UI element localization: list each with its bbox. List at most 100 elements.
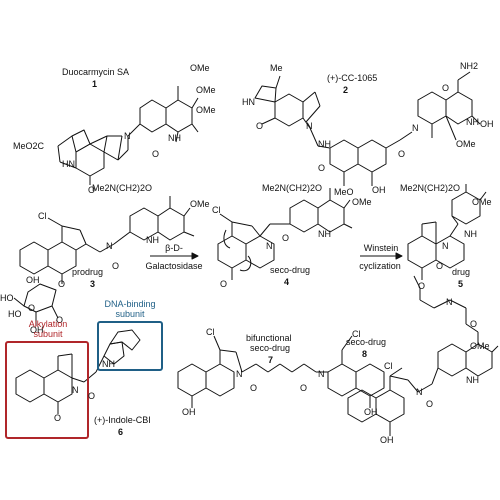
atom-o: O (436, 261, 444, 271)
compound-number-2: 2 (343, 85, 349, 95)
bifunctional-structure (177, 335, 385, 408)
arrow-label-winstein-line1: Winstein (363, 243, 399, 253)
atom-n: N (412, 123, 419, 133)
atom-oh: OH (30, 325, 44, 335)
atom-o: O (426, 399, 434, 409)
atom-o: O (58, 279, 66, 289)
atom-oh: OH (480, 119, 494, 129)
duocarmycin-structure (57, 86, 199, 185)
atom-oh: OH (364, 407, 378, 417)
seco-drug-structure (217, 188, 353, 280)
atom-n: N (266, 241, 273, 251)
atom-meo: MeO (334, 187, 354, 197)
atom-cl: Cl (212, 205, 221, 215)
subunit-label-dna-line2: subunit (115, 309, 145, 319)
compound-name-drug: drug (452, 267, 471, 277)
atom-n: N (72, 385, 79, 395)
atom-nh: NH (318, 229, 331, 239)
atom-ome: OMe (196, 105, 216, 115)
atom-ho: HO (0, 293, 14, 303)
subunit-label-alkylation-line1: Alkylation (28, 319, 68, 329)
compound-number-5: 5 (458, 279, 464, 289)
atom-o: O (256, 121, 264, 131)
atom-hn: HN (242, 97, 255, 107)
atom-n: N (306, 121, 313, 131)
atom-o: O (88, 391, 96, 401)
atom-o: O (220, 279, 228, 289)
cc1065-structure (254, 71, 481, 186)
atom-n: N (124, 131, 131, 141)
compound-number-3: 3 (90, 279, 96, 289)
atom-o: O (112, 261, 120, 271)
atom-o: O (318, 163, 326, 173)
atom-nh2: NH2 (460, 61, 479, 71)
atom-oh: OH (380, 435, 394, 445)
atom-amine-chain: Me2N(CH2)2O (400, 183, 461, 193)
atom-o: O (28, 303, 36, 313)
atom-o: O (300, 383, 308, 393)
atom-o: O (56, 315, 64, 325)
atom-o: O (54, 413, 62, 423)
compound-number-8: 8 (362, 349, 368, 359)
atom-ome: OMe (352, 197, 372, 207)
atom-o: O (88, 185, 96, 195)
atom-nh: NH (168, 133, 181, 143)
atom-cl: Cl (384, 361, 393, 371)
prodrug-structure (13, 196, 195, 326)
atom-ome: OMe (456, 139, 476, 149)
atom-ome: OMe (190, 199, 210, 209)
atom-amine-chain: Me2N(CH2)2O (92, 183, 153, 193)
atom-o: O (282, 233, 290, 243)
atom-o: O (442, 83, 450, 93)
atom-nh: NH (318, 139, 331, 149)
atom-n: N (416, 387, 423, 397)
atom-ome: OMe (472, 197, 492, 207)
atom-hn: HN (62, 159, 75, 169)
atom-o: O (418, 281, 426, 291)
indole-cbi-structure (15, 329, 141, 414)
arrow-label-galactosidase-line2: Galactosidase (145, 261, 203, 271)
atom-ome: OMe (190, 63, 210, 73)
atom-nh: NH (466, 117, 479, 127)
drug-structure (407, 184, 487, 280)
atom-nh: NH (466, 375, 479, 385)
compound-number-1: 1 (92, 79, 98, 89)
compound-number-7: 7 (268, 355, 274, 365)
compound-name-duocarmycin: Duocarmycin SA (62, 67, 130, 77)
atom-cl: Cl (206, 327, 215, 337)
atom-n: N (236, 369, 243, 379)
compound-name-prodrug: prodrug (72, 267, 104, 277)
atom-nh: NH (102, 359, 115, 369)
atom-o: O (250, 383, 258, 393)
atom-cl: Cl (352, 329, 361, 339)
subunit-label-dna-line1: DNA-binding (104, 299, 156, 309)
atom-n: N (318, 369, 325, 379)
atom-meo2c: MeO2C (13, 141, 45, 151)
atom-nh: NH (146, 235, 159, 245)
compound-name-bifunctional-line2: seco-drug (250, 343, 291, 353)
atom-cl: Cl (38, 211, 47, 221)
compound-number-4: 4 (284, 277, 290, 287)
atom-o: O (152, 149, 160, 159)
compound-number-6: 6 (118, 427, 124, 437)
atom-nh: NH (464, 229, 477, 239)
atom-ome: OMe (470, 341, 490, 351)
compound-name-cc1065: (+)-CC-1065 (327, 73, 378, 83)
atom-ome: OMe (196, 85, 216, 95)
atom-oh: OH (182, 407, 196, 417)
atom-n: N (446, 297, 453, 307)
arrow-label-winstein-line2: cyclization (359, 261, 401, 271)
atom-amine-chain: Me2N(CH2)2O (262, 183, 323, 193)
atom-me: Me (270, 63, 283, 73)
subunit-label-alkylation-line2: subunit (33, 329, 63, 339)
atom-n: N (106, 241, 113, 251)
arrow-label-galactosidase-line1: β-D- (165, 243, 183, 253)
seco-drug-8-structure (347, 275, 499, 436)
dna-binding-subunit-box (97, 321, 163, 371)
atom-ho: HO (8, 309, 22, 319)
alkylation-subunit-box (5, 341, 89, 439)
atom-n: N (442, 241, 449, 251)
atom-oh: OH (372, 185, 386, 195)
